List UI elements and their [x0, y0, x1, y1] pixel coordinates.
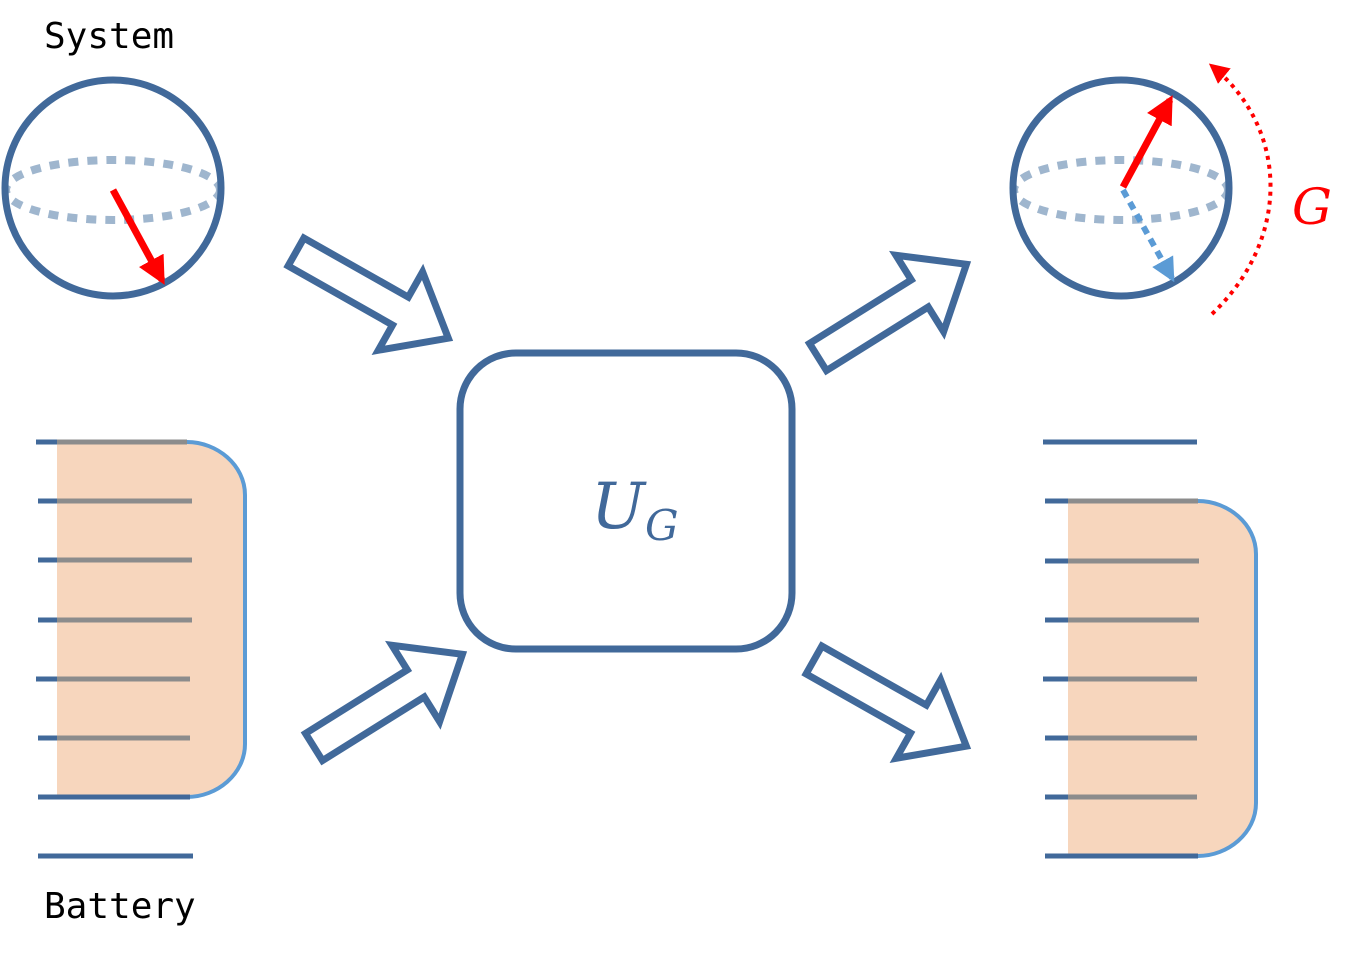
rotation-arc	[1208, 63, 1273, 316]
hollow-arrow-system-in	[283, 233, 454, 355]
battery-final	[1043, 439, 1258, 859]
hollow-arrow-battery-out	[801, 641, 972, 763]
state-vector-original-dotted	[1120, 188, 1175, 283]
unitary-label: UG	[591, 470, 679, 550]
battery-distribution-edge	[186, 440, 247, 799]
system-label: System	[44, 16, 175, 57]
bloch-sphere-final	[1009, 76, 1233, 300]
battery-label: Battery	[44, 886, 196, 927]
battery-distribution-edge	[1197, 499, 1258, 858]
unitary-subscript: G	[645, 501, 679, 550]
bloch-sphere-initial	[1, 76, 225, 300]
state-vector-rotated	[1119, 95, 1174, 189]
sphere-outline	[1, 76, 225, 300]
unitary-main: U	[591, 470, 647, 544]
state-vector-initial	[109, 188, 166, 285]
sphere-outline	[1009, 76, 1233, 300]
energy-levels	[1043, 439, 1199, 859]
battery-initial	[36, 439, 247, 859]
energy-levels	[36, 439, 193, 859]
rotation-label: G	[1292, 178, 1332, 236]
unitary-box	[456, 349, 796, 653]
hollow-arrow-system-out	[804, 250, 972, 376]
sphere-equator	[1010, 156, 1232, 224]
hollow-arrow-battery-in	[300, 640, 468, 766]
